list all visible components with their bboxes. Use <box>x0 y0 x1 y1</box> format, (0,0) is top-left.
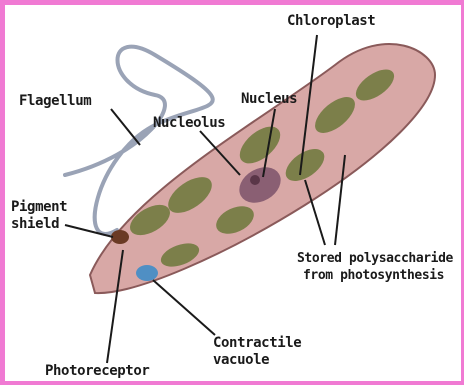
label-nucleus: Nucleus <box>241 91 297 107</box>
nucleolus <box>250 175 260 185</box>
label-stored-polysaccharide-line2: from photosynthesis <box>303 268 444 284</box>
label-stored-polysaccharide-line1: Stored polysaccharide <box>297 251 453 267</box>
contractile-vacuole <box>136 265 158 281</box>
label-nucleolus: Nucleolus <box>153 115 225 131</box>
label-flagellum: Flagellum <box>19 93 91 109</box>
label-photoreceptor: Photoreceptor <box>45 363 149 379</box>
label-chloroplast: Chloroplast <box>287 13 375 29</box>
label-contractile-vacuole-line2: vacuole <box>213 352 269 368</box>
label-pigment-shield-line2: shield <box>11 216 59 232</box>
label-contractile-vacuole-line1: Contractile <box>213 335 301 351</box>
euglena-illustration <box>5 5 464 390</box>
label-pigment-shield-line1: Pigment <box>11 199 67 215</box>
pigment-shield <box>111 230 129 244</box>
